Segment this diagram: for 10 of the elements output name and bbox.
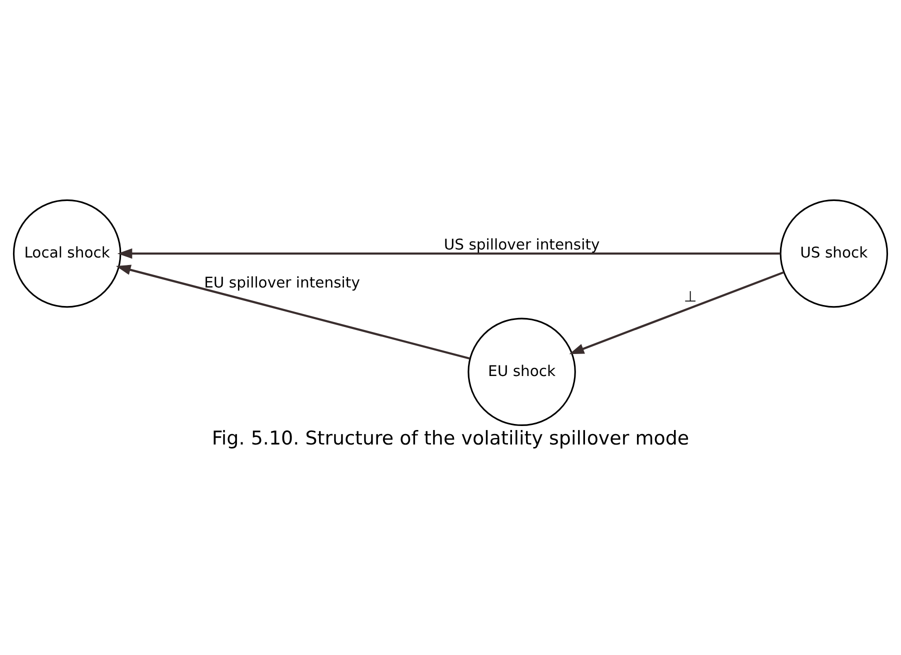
- node-circle: EU shock: [468, 318, 576, 426]
- node-circle: US shock: [780, 199, 888, 308]
- arrow: [116, 264, 470, 360]
- arrow: [569, 271, 784, 354]
- edge-label: EU spillover intensity: [204, 274, 360, 292]
- caption: Fig. 5.10. Structure of the volatility spillover mode: [212, 428, 690, 450]
- edge-label: ⊥: [684, 288, 697, 306]
- arrow: [117, 248, 780, 259]
- node-circle: Local shock: [12, 199, 122, 308]
- edge-label: US spillover intensity: [444, 236, 600, 254]
